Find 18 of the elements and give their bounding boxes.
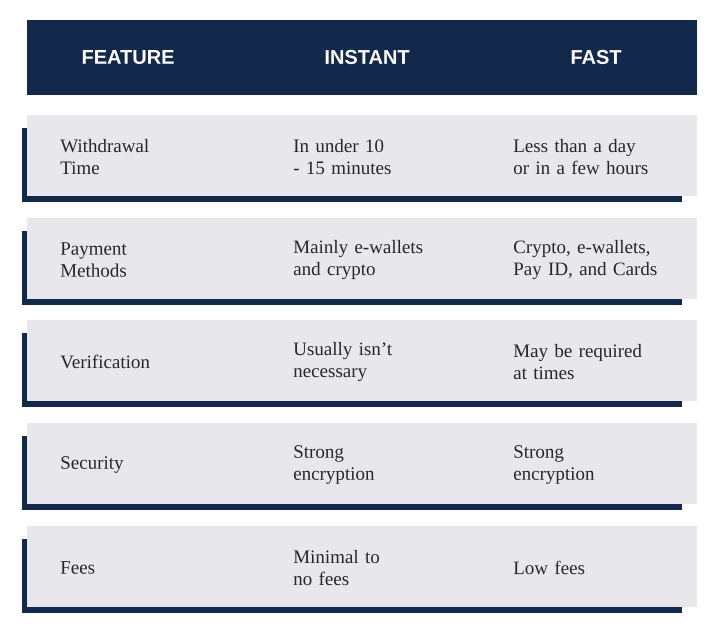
table-cell: Verification bbox=[60, 354, 150, 368]
column-header: FEATURE bbox=[82, 50, 174, 64]
table-cell: Withdrawal Time bbox=[60, 138, 149, 174]
table-cell: Security bbox=[61, 456, 124, 473]
table-cell: Fees bbox=[60, 561, 94, 574]
table-cell: Strong encryption bbox=[294, 445, 374, 484]
column-header: FAST bbox=[572, 50, 622, 64]
table-cell: Less than a day or in a few hours bbox=[514, 138, 648, 174]
table-cell: In under 10 - 15 minutes bbox=[294, 138, 391, 174]
table-cell: Low fees bbox=[514, 560, 584, 574]
table-cell: May be required at times bbox=[514, 344, 642, 380]
column-header: INSTANT bbox=[326, 50, 410, 64]
table-cell: Usually isn’t necessary bbox=[294, 342, 392, 382]
table-cell: Mainly e-wallets and crypto bbox=[294, 240, 422, 280]
table-cell: Strong encryption bbox=[514, 445, 594, 484]
table-cell: Minimal to no fees bbox=[294, 550, 380, 586]
table-cell: Payment Methods bbox=[60, 242, 127, 277]
table-cell: Crypto, e-wallets, Pay ID, and Cards bbox=[514, 240, 657, 280]
